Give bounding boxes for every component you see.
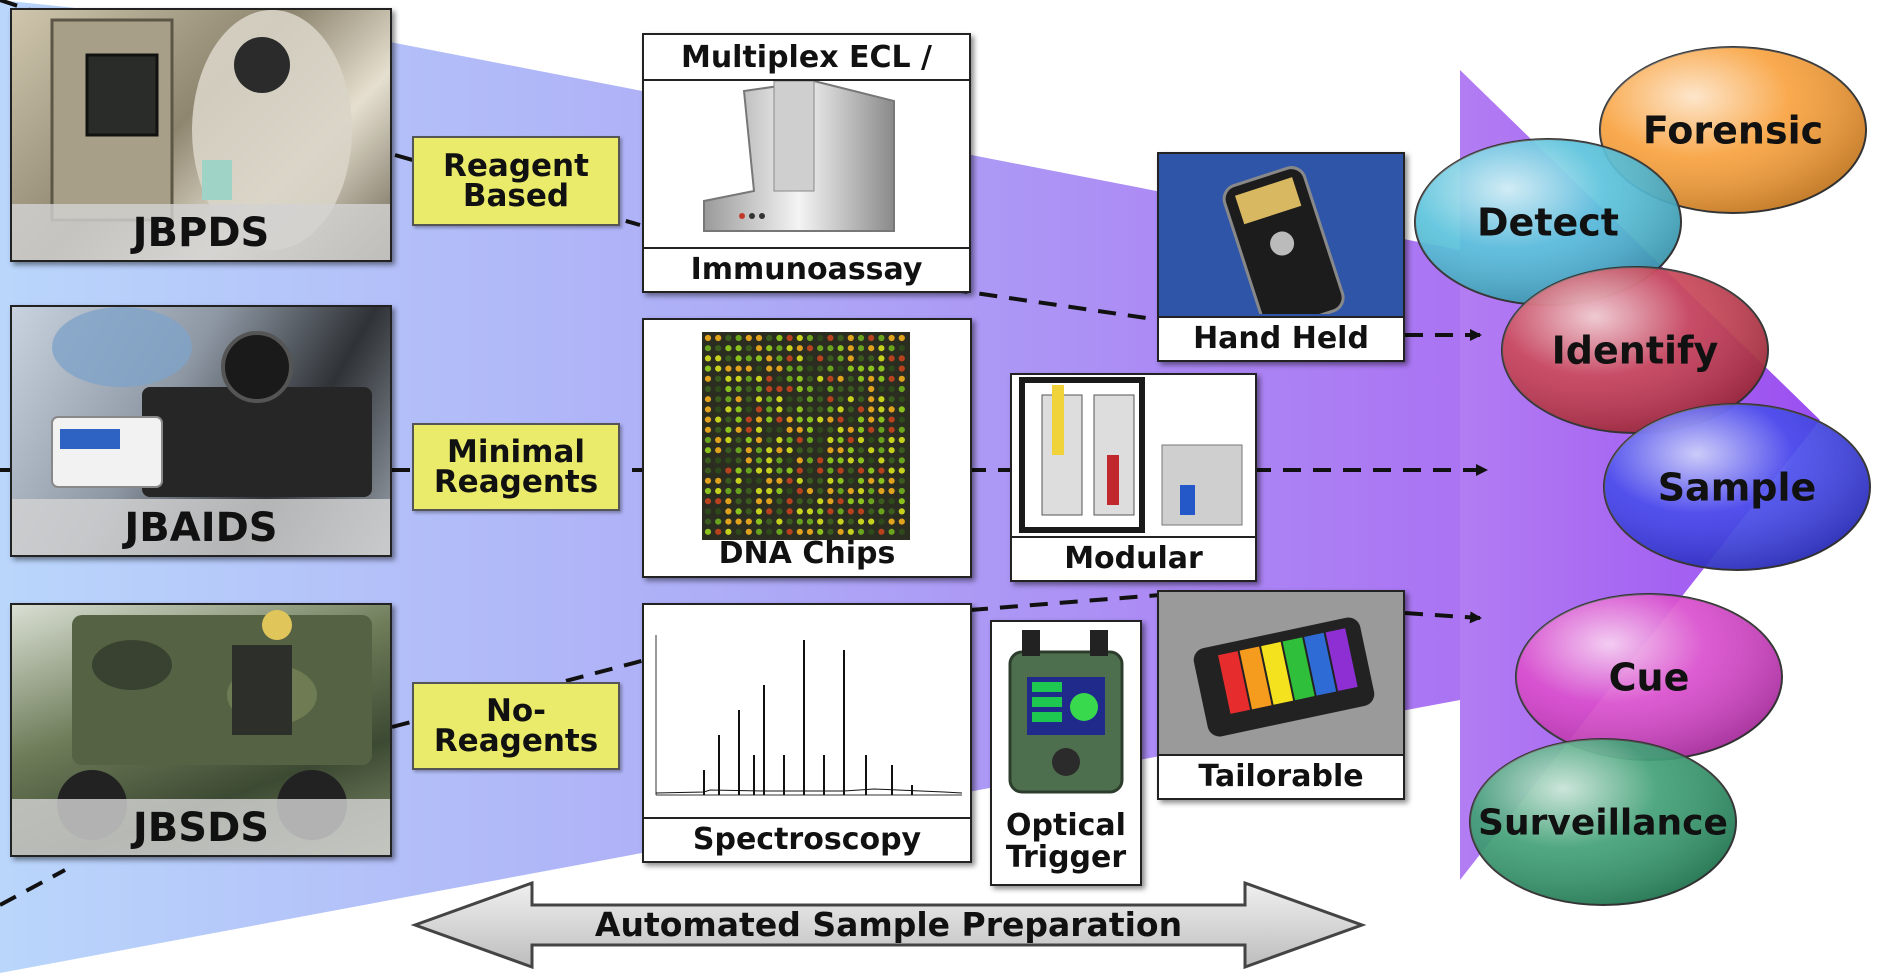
automated-sample-preparation-label: Automated Sample Preparation bbox=[594, 905, 1183, 944]
modular-box: Modular bbox=[1010, 373, 1257, 582]
hand-held-device-image bbox=[1222, 166, 1345, 314]
immunoassay-top-label: Multiplex ECL / bbox=[644, 37, 969, 81]
spectroscopy-box: Spectroscopy bbox=[642, 603, 972, 863]
optical-trigger-line-1: Optical bbox=[1006, 808, 1126, 843]
hand-held-label: Hand Held bbox=[1159, 316, 1403, 360]
dna-chips-box: DNA Chips bbox=[642, 318, 972, 578]
hand-held-box: Hand Held bbox=[1157, 152, 1405, 362]
minimal-reagents-line-1: Minimal bbox=[446, 434, 586, 470]
immunoassay-instrument-image bbox=[703, 81, 895, 232]
modular-label: Modular bbox=[1012, 536, 1255, 580]
reagent-based-tag: Reagent Based bbox=[412, 136, 620, 226]
minimal-reagents-tag: Minimal Reagents bbox=[412, 423, 620, 511]
mass-spectrum-image bbox=[655, 635, 963, 796]
jbsds-label: JBSDS bbox=[12, 799, 390, 855]
spectroscopy-label: Spectroscopy bbox=[644, 817, 970, 861]
jbpds-illustration bbox=[50, 10, 352, 250]
reagent-based-line-2: Based bbox=[462, 178, 570, 214]
no-reagents-line-1: No- bbox=[485, 693, 547, 729]
optical-trigger-box: Optical Trigger bbox=[990, 620, 1142, 886]
jbaids-label: JBAIDS bbox=[12, 499, 390, 555]
no-reagents-line-2: Reagents bbox=[433, 723, 599, 759]
modular-device-image bbox=[1019, 377, 1243, 533]
optical-trigger-line-2: Trigger bbox=[1005, 840, 1127, 875]
immunoassay-box: Multiplex ECL / Immunoassay bbox=[642, 33, 971, 293]
reagent-based-line-1: Reagent bbox=[443, 148, 589, 184]
jbpds-photo: JBPDS bbox=[10, 8, 392, 262]
jbaids-illustration bbox=[51, 307, 372, 497]
big-arrow-shape bbox=[1460, 70, 1820, 880]
double-arrow-shape bbox=[410, 880, 1367, 970]
optical-trigger-device-image bbox=[1008, 630, 1124, 794]
minimal-reagents-line-2: Reagents bbox=[433, 464, 599, 500]
jbaids-photo: JBAIDS bbox=[10, 305, 392, 557]
no-reagents-tag: No- Reagents bbox=[412, 682, 620, 770]
tailorable-label: Tailorable bbox=[1159, 754, 1403, 798]
tailorable-device-image bbox=[1193, 617, 1375, 737]
jbpds-label: JBPDS bbox=[12, 204, 390, 260]
dna-chip-array-image bbox=[702, 332, 910, 540]
dna-chips-label: DNA Chips bbox=[718, 536, 896, 571]
tailorable-box: Tailorable bbox=[1157, 590, 1405, 800]
immunoassay-bottom-label: Immunoassay bbox=[644, 247, 969, 291]
jbsds-photo: JBSDS bbox=[10, 603, 392, 857]
